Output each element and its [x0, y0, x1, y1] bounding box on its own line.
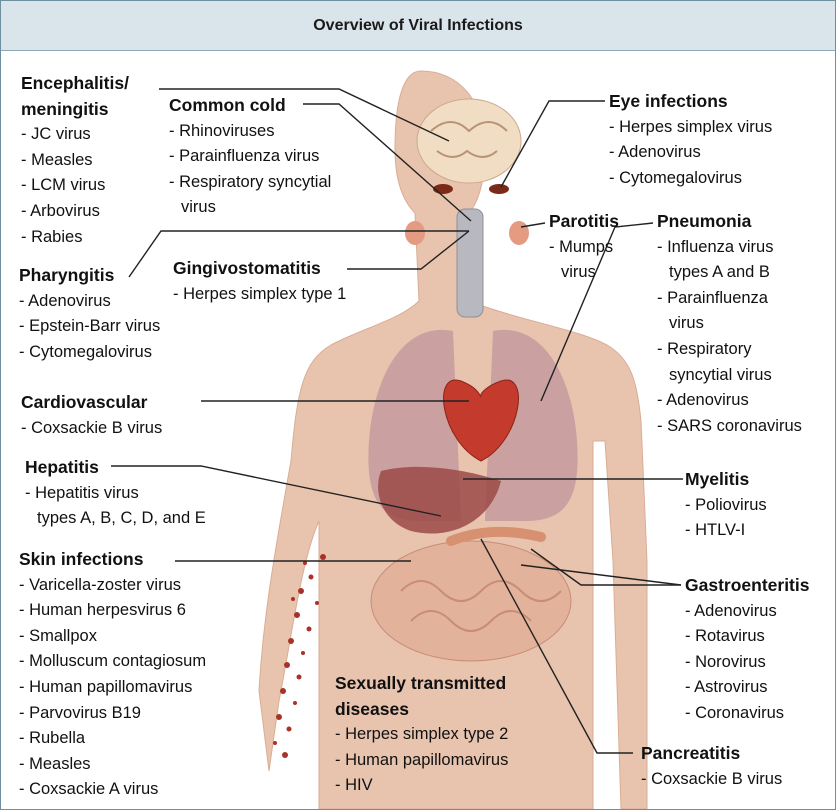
cardiovascular-title: Cardiovascular: [21, 390, 162, 416]
pneumonia-item-cont: virus: [657, 311, 802, 337]
skin-infections-item: Human herpesvirus 6: [19, 598, 206, 624]
cardiovascular-item: Coxsackie B virus: [21, 416, 162, 442]
myelitis-item: HTLV-I: [685, 518, 767, 544]
hepatitis-group: Hepatitis Hepatitis virus types A, B, C,…: [25, 455, 206, 532]
meningitis-title: meningitis: [21, 97, 129, 123]
encephalitis-title: Encephalitis/: [21, 71, 129, 97]
std-item: HIV: [335, 773, 508, 799]
brain: [417, 99, 521, 183]
gingivostomatitis-title: Gingivostomatitis: [173, 256, 346, 282]
pneumonia-item: - Influenza virus: [657, 235, 802, 261]
skin-infections-title: Skin infections: [19, 547, 206, 573]
encephalitis-group: Encephalitis/ meningitis JC virus Measle…: [21, 71, 129, 250]
pancreatitis-item: Coxsackie B virus: [641, 767, 782, 793]
pancreatitis-group: Pancreatitis Coxsackie B virus: [641, 741, 782, 792]
gastroenteritis-title: Gastroenteritis: [685, 573, 809, 599]
std-title: Sexually transmitted: [335, 671, 508, 697]
pneumonia-item: - SARS coronavirus: [657, 414, 802, 440]
eye-infections-item: Adenovirus: [609, 140, 772, 166]
pancreatitis-title: Pancreatitis: [641, 741, 782, 767]
skin-infections-item: Molluscum contagiosum: [19, 649, 206, 675]
common-cold-group: Common cold Rhinoviruses Parainfluenza v…: [169, 93, 331, 221]
eye-infections-item: Herpes simplex virus: [609, 115, 772, 141]
common-cold-item: Parainfluenza virus: [169, 144, 331, 170]
std-title-l2: diseases: [335, 697, 508, 723]
common-cold-item: Rhinoviruses: [169, 119, 331, 145]
pharyngitis-group: Pharyngitis Adenovirus Epstein-Barr viru…: [19, 263, 160, 365]
pharyngitis-item: Epstein-Barr virus: [19, 314, 160, 340]
eye-infections-title: Eye infections: [609, 89, 772, 115]
skin-infections-item: Measles: [19, 752, 206, 778]
skin-infections-item: Coxsackie A virus: [19, 777, 206, 803]
myelitis-group: Myelitis Poliovirus HTLV-I: [685, 467, 767, 544]
common-cold-item: Respiratory syncytial: [169, 170, 331, 196]
pneumonia-item-cont: syncytial virus: [657, 363, 802, 389]
eye-infections-group: Eye infections Herpes simplex virus Aden…: [609, 89, 772, 191]
common-cold-item-cont: virus: [169, 195, 331, 221]
parotid-left: [405, 221, 425, 245]
parotitis-title: Parotitis: [549, 209, 619, 235]
gastroenteritis-item: Rotavirus: [685, 624, 809, 650]
diagram-header: Overview of Viral Infections: [1, 1, 835, 51]
pharyngitis-item: Cytomegalovirus: [19, 340, 160, 366]
pneumonia-item: - Respiratory: [657, 337, 802, 363]
encephalitis-item: Measles: [21, 148, 129, 174]
myelitis-item: Poliovirus: [685, 493, 767, 519]
pneumonia-title: Pneumonia: [657, 209, 802, 235]
cardiovascular-group: Cardiovascular Coxsackie B virus: [21, 390, 162, 441]
skin-infections-item: Varicella-zoster virus: [19, 573, 206, 599]
trachea: [457, 209, 483, 317]
parotid-right: [509, 221, 529, 245]
gastroenteritis-item: Coronavirus: [685, 701, 809, 727]
skin-infections-item: Rubella: [19, 726, 206, 752]
pharyngitis-title: Pharyngitis: [19, 263, 160, 289]
left-eye: [433, 184, 453, 194]
myelitis-title: Myelitis: [685, 467, 767, 493]
gastroenteritis-item: Norovirus: [685, 650, 809, 676]
encephalitis-item: LCM virus: [21, 173, 129, 199]
parotitis-group: Parotitis Mumps virus: [549, 209, 619, 286]
common-cold-title: Common cold: [169, 93, 331, 119]
encephalitis-item: JC virus: [21, 122, 129, 148]
eye-infections-item: Cytomegalovirus: [609, 166, 772, 192]
hepatitis-item-cont: types A, B, C, D, and E: [25, 506, 206, 532]
std-group: Sexually transmitted diseases Herpes sim…: [335, 671, 508, 799]
std-item: Herpes simplex type 2: [335, 722, 508, 748]
skin-infections-group: Skin infections Varicella-zoster virus H…: [19, 547, 206, 803]
pharyngitis-item: Adenovirus: [19, 289, 160, 315]
encephalitis-item: Arbovirus: [21, 199, 129, 225]
gingivostomatitis-item: Herpes simplex type 1: [173, 282, 346, 308]
skin-infections-item: Human papillomavirus: [19, 675, 206, 701]
pneumonia-item: - Parainfluenza: [657, 286, 802, 312]
pneumonia-item-cont: types A and B: [657, 260, 802, 286]
gastroenteritis-item: Astrovirus: [685, 675, 809, 701]
gingivostomatitis-group: Gingivostomatitis Herpes simplex type 1: [173, 256, 346, 307]
right-eye: [489, 184, 509, 194]
parotitis-item-cont: virus: [549, 260, 619, 286]
hepatitis-title: Hepatitis: [25, 455, 206, 481]
diagram-title: Overview of Viral Infections: [313, 17, 523, 35]
encephalitis-item: Rabies: [21, 225, 129, 251]
hepatitis-item: Hepatitis virus: [25, 481, 206, 507]
pneumonia-item: - Adenovirus: [657, 388, 802, 414]
gastroenteritis-group: Gastroenteritis Adenovirus Rotavirus Nor…: [685, 573, 809, 727]
std-item: Human papillomavirus: [335, 748, 508, 774]
gastroenteritis-item: Adenovirus: [685, 599, 809, 625]
parotitis-item: Mumps: [549, 235, 619, 261]
skin-infections-item: Smallpox: [19, 624, 206, 650]
skin-infections-item: Parvovirus B19: [19, 701, 206, 727]
